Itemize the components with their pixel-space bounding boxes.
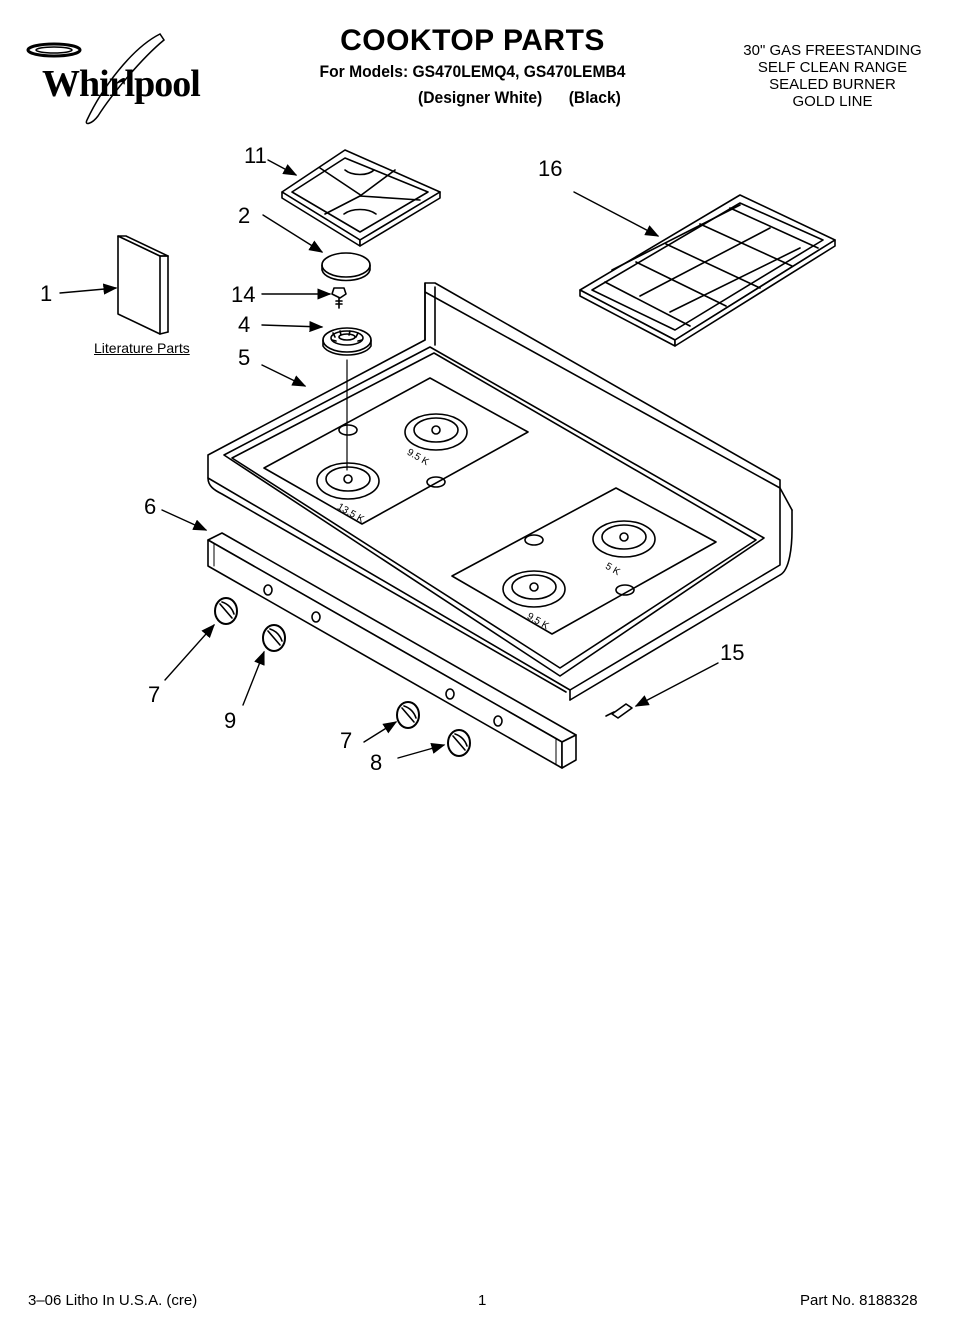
variant-black: (Black) bbox=[568, 88, 621, 107]
control-knob bbox=[262, 624, 286, 652]
cooktop-main-top bbox=[207, 282, 793, 701]
whirlpool-logo: Whirlpool bbox=[12, 28, 201, 128]
burner-cap bbox=[321, 252, 371, 282]
screw-part-15 bbox=[605, 703, 633, 719]
burner-grate bbox=[281, 149, 441, 247]
callout-4: 4 bbox=[238, 312, 251, 337]
callout-7: 7 bbox=[340, 728, 353, 753]
brand-wordmark: Whirlpool bbox=[42, 63, 201, 105]
callout-8: 8 bbox=[370, 750, 383, 775]
callout-14: 14 bbox=[231, 282, 256, 307]
callout-2: 2 bbox=[238, 203, 251, 228]
burner-base bbox=[322, 327, 372, 356]
callout-1: 1 bbox=[40, 281, 53, 306]
callout-9: 9 bbox=[224, 708, 237, 733]
range-desc-line: SEALED BURNER bbox=[769, 76, 896, 93]
page-title: COOKTOP PARTS bbox=[340, 24, 605, 57]
model-variants: (Designer White) (Black) bbox=[372, 88, 648, 108]
callout-16: 16 bbox=[538, 156, 563, 181]
control-knob bbox=[447, 729, 471, 757]
range-desc-line: 30" GAS FREESTANDING bbox=[743, 42, 922, 59]
variant-white: (Designer White) bbox=[418, 88, 543, 107]
whirlpool-swoosh-icon bbox=[26, 33, 166, 125]
callout-5: 5 bbox=[238, 345, 251, 370]
callout-15: 15 bbox=[720, 640, 745, 665]
callout-11: 11 bbox=[244, 143, 267, 168]
range-desc-line: GOLD LINE bbox=[792, 93, 873, 110]
literature-parts-label: Literature Parts bbox=[94, 340, 190, 356]
footer-print-info: 3–06 Litho In U.S.A. (cre) bbox=[28, 1292, 198, 1309]
page-number: 1 bbox=[478, 1292, 487, 1309]
callout-7: 7 bbox=[148, 682, 161, 707]
literature-parts-panel bbox=[117, 235, 169, 335]
range-desc-line: SELF CLEAN RANGE bbox=[757, 59, 908, 76]
part-number: Part No. 8188328 bbox=[800, 1292, 918, 1309]
callout-6: 6 bbox=[144, 494, 157, 519]
screw-part-14 bbox=[331, 287, 347, 309]
control-knob bbox=[396, 701, 420, 729]
control-knob bbox=[214, 597, 238, 625]
leader-lines bbox=[59, 159, 719, 759]
models-line: For Models: GS470LEMQ4, GS470LEMB4 bbox=[319, 62, 626, 81]
range-description: 30" GAS FREESTANDING SELF CLEAN RANGE SE… bbox=[700, 42, 965, 110]
control-panel-strip bbox=[207, 532, 577, 769]
double-burner-grate bbox=[579, 194, 836, 347]
